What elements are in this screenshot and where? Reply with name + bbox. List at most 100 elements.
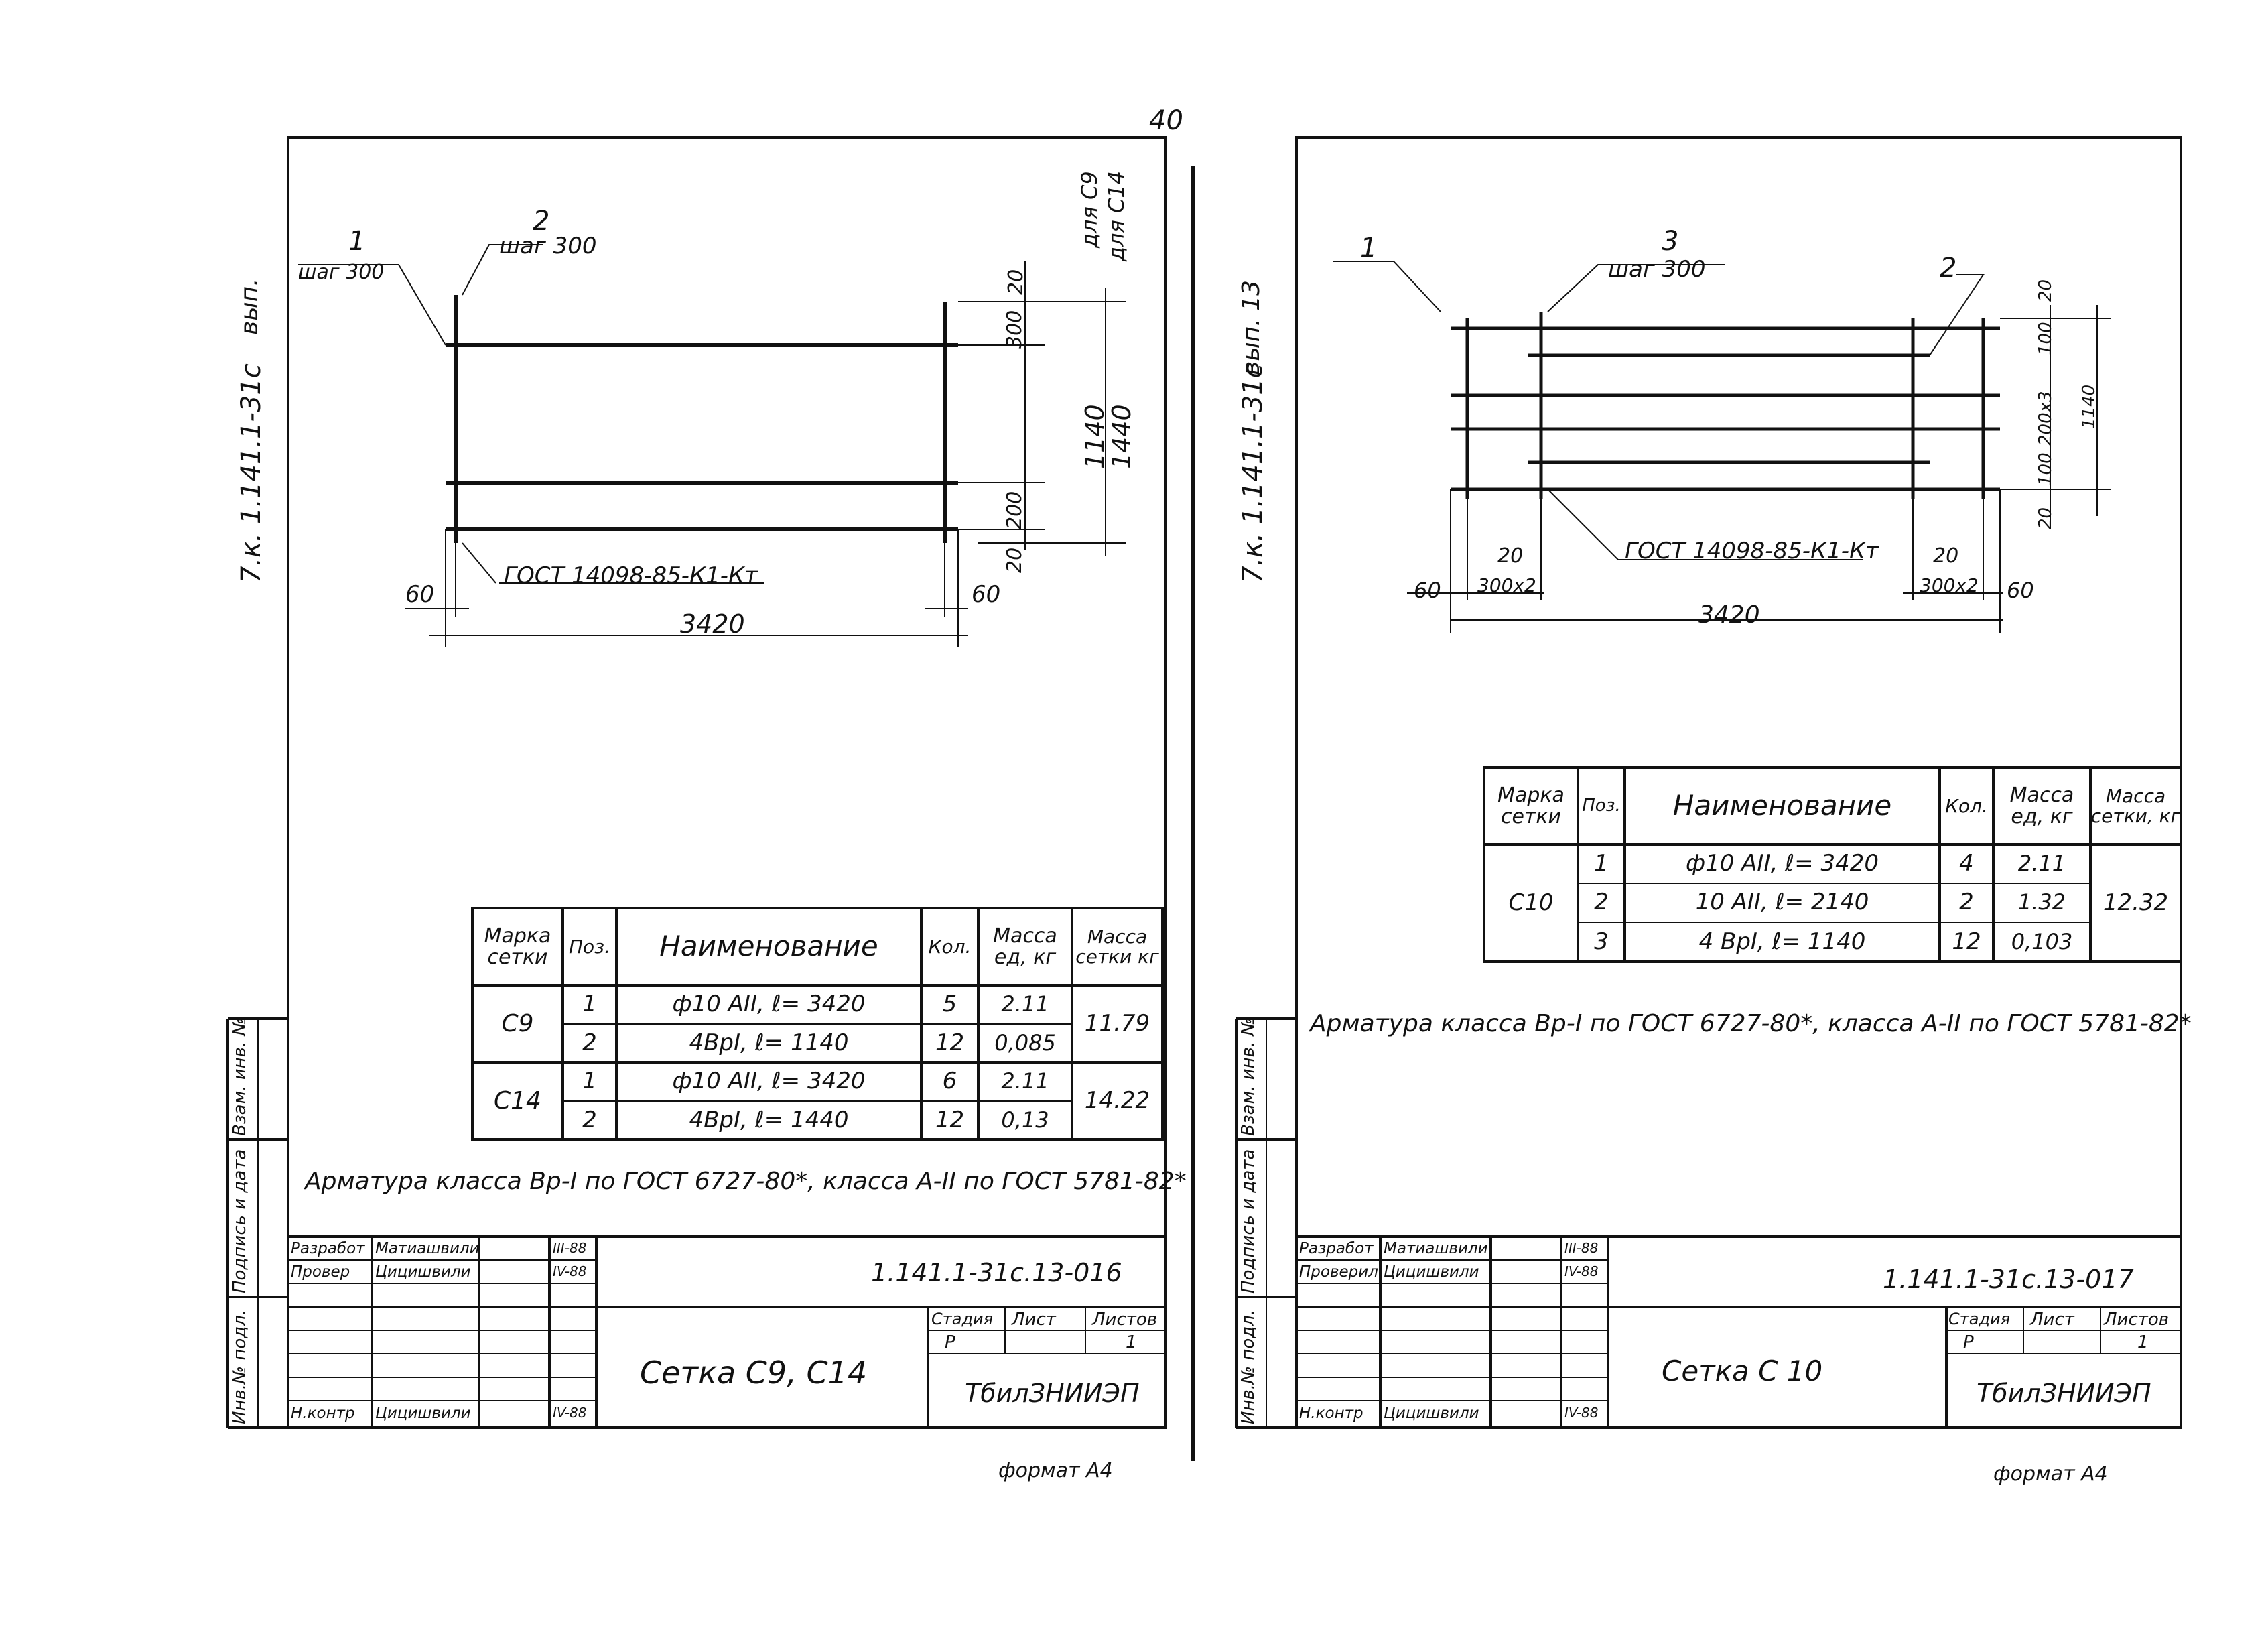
left-r2-name: ф10 АII, ℓ= 3420 — [672, 1068, 866, 1095]
right-r1-qty: 2 — [1959, 889, 1974, 916]
left-callout-2-step: шаг 300 — [499, 233, 597, 259]
left-stamp-stage: Р — [945, 1332, 955, 1352]
right-dim-100-bot: 100 — [2036, 452, 2056, 486]
right-stamp-stage-label: Стадия — [1948, 1310, 2011, 1328]
right-dim-1140: 1140 — [2079, 384, 2099, 429]
right-r1-pos: 2 — [1594, 889, 1609, 916]
right-r1-mass: 1.32 — [2017, 889, 2066, 916]
left-stamp-code: 1.141.1-31с.13-016 — [871, 1258, 1122, 1287]
right-r0-name: ф10 АII, ℓ= 3420 — [1686, 850, 1879, 877]
left-gost-note: ГОСТ 14098-85-К1-Кт — [504, 562, 758, 589]
right-side-issue: вып. 13 — [1238, 280, 1265, 375]
left-r0-mass: 2.11 — [1001, 991, 1049, 1017]
left-side-sign: Подпись и дата — [230, 1149, 250, 1294]
right-dim-300x2-right: 300х2 — [1920, 574, 1979, 596]
right-dim-3420: 3420 — [1698, 601, 1760, 629]
left-th-mass-mesh: Масса сетки кг — [1075, 926, 1159, 968]
left-r1-name: 4ВрI, ℓ= 1140 — [689, 1029, 849, 1056]
left-r0-pos: 1 — [582, 991, 597, 1018]
right-th-pos: Поз. — [1582, 795, 1621, 816]
left-row-mark-c14: С14 — [494, 1086, 541, 1115]
right-r2-qty: 12 — [1952, 928, 1981, 955]
right-stamp-role3: Н.контр — [1299, 1405, 1363, 1422]
left-r3-pos: 2 — [582, 1106, 597, 1133]
right-callout-3: 3 — [1662, 226, 1679, 257]
right-stamp-org: ТбилЗНИИЭП — [1977, 1379, 2151, 1408]
right-side-inv: Инв.№ подл. — [1238, 1309, 1258, 1424]
left-stamp-role1: Разработ — [291, 1240, 365, 1257]
left-dim-300: 300 — [1003, 310, 1026, 349]
right-row-total-c10: 12.32 — [2103, 889, 2169, 916]
left-stamp-sheets-label: Листов — [1092, 1310, 1158, 1330]
page-number: 40 — [1149, 105, 1183, 136]
right-stamp-role2: Проверил — [1299, 1263, 1378, 1281]
left-dim-1140: 1140 — [1080, 404, 1110, 469]
left-callout-1-step: шаг 300 — [298, 261, 385, 284]
left-stamp-title: Сетка С9, С14 — [640, 1354, 868, 1391]
right-stamp-date3: IV-88 — [1564, 1405, 1599, 1421]
right-format: формат А4 — [1993, 1462, 2108, 1486]
right-stamp-date2: IV-88 — [1564, 1263, 1599, 1279]
right-note: Арматура класса Вр-I по ГОСТ 6727-80*, к… — [1310, 1010, 2192, 1037]
left-stamp-name1: Матиашвили — [375, 1240, 480, 1257]
left-callout-2: 2 — [533, 206, 550, 237]
left-r3-name: 4ВрI, ℓ= 1440 — [689, 1106, 849, 1133]
right-dim-60-left: 60 — [1414, 578, 1441, 603]
left-stamp-date3: IV-88 — [553, 1405, 587, 1421]
left-r1-mass: 0,085 — [994, 1029, 1056, 1056]
right-r0-qty: 4 — [1959, 850, 1974, 877]
left-dim-60-left: 60 — [405, 581, 435, 608]
right-stamp-stage: Р — [1963, 1332, 1974, 1352]
right-stamp-name2: Цицишвили — [1384, 1263, 1479, 1281]
left-r2-qty: 6 — [942, 1068, 957, 1095]
left-r3-qty: 12 — [935, 1106, 965, 1133]
left-th-qty: Кол. — [928, 935, 972, 958]
left-dim-200: 200 — [1003, 491, 1026, 529]
left-row-total-c14: 14.22 — [1084, 1086, 1150, 1114]
right-dim-20-bot: 20 — [2036, 507, 2056, 529]
left-stamp-sheets: 1 — [1126, 1332, 1137, 1352]
right-dim-100-top: 100 — [2036, 322, 2056, 355]
left-stamp-sheet-label: Лист — [1012, 1310, 1056, 1330]
right-side-vzam: Взам. инв. № — [1238, 1017, 1258, 1136]
left-th-mass-unit: Масса ед, кг — [993, 924, 1057, 969]
left-dim-1440: 1440 — [1107, 404, 1136, 469]
right-th-qty: Кол. — [1945, 794, 1988, 817]
left-format: формат А4 — [998, 1459, 1113, 1483]
left-th-mark: Марка сетки — [484, 924, 551, 969]
right-r2-mass: 0,103 — [2011, 928, 2073, 954]
left-dim-3420: 3420 — [680, 609, 745, 639]
right-callout-1: 1 — [1360, 233, 1378, 263]
right-stamp-code: 1.141.1-31с.13-017 — [1883, 1265, 2134, 1294]
right-dim-200x3: 200х3 — [2036, 391, 2056, 446]
left-row-mark-c9: С9 — [501, 1009, 534, 1037]
left-stamp-stage-label: Стадия — [931, 1310, 994, 1328]
right-side-sign: Подпись и дата — [1238, 1149, 1258, 1294]
left-stamp-role3: Н.контр — [291, 1405, 355, 1422]
left-side-inv: Инв.№ подл. — [230, 1309, 250, 1424]
left-th-name: Наименование — [659, 930, 878, 963]
left-th-pos: Поз. — [569, 935, 610, 958]
right-gost-note: ГОСТ 14098-85-К1-Кт — [1625, 538, 1879, 564]
right-side-code: 7.к. 1.141.1-31с — [1238, 363, 1268, 583]
right-dim-60-right: 60 — [2007, 578, 2034, 603]
left-dim-for-c14: для С14 — [1104, 170, 1129, 261]
left-side-vzam: Взам. инв. № — [230, 1017, 250, 1136]
left-r1-pos: 2 — [582, 1029, 597, 1056]
left-r2-pos: 1 — [582, 1068, 597, 1095]
left-side-code: 7.к. 1.141.1-31с — [236, 363, 267, 583]
right-stamp-title: Сетка С 10 — [1662, 1354, 1823, 1387]
left-dim-60-right: 60 — [972, 581, 1001, 608]
left-r3-mass: 0,13 — [1001, 1107, 1049, 1133]
left-callout-1: 1 — [348, 226, 366, 257]
left-stamp-org: ТбилЗНИИЭП — [965, 1379, 1140, 1408]
left-r1-qty: 12 — [935, 1029, 965, 1056]
right-th-mark: Марка сетки — [1497, 783, 1564, 828]
right-callout-3-step: шаг 300 — [1608, 256, 1706, 283]
right-r0-mass: 2.11 — [2017, 850, 2066, 877]
right-stamp-date1: III-88 — [1564, 1240, 1599, 1256]
left-row-total-c9: 11.79 — [1084, 1009, 1150, 1037]
right-dim-20-right: 20 — [1933, 544, 1959, 568]
left-dim-20-bot: 20 — [1003, 547, 1026, 573]
